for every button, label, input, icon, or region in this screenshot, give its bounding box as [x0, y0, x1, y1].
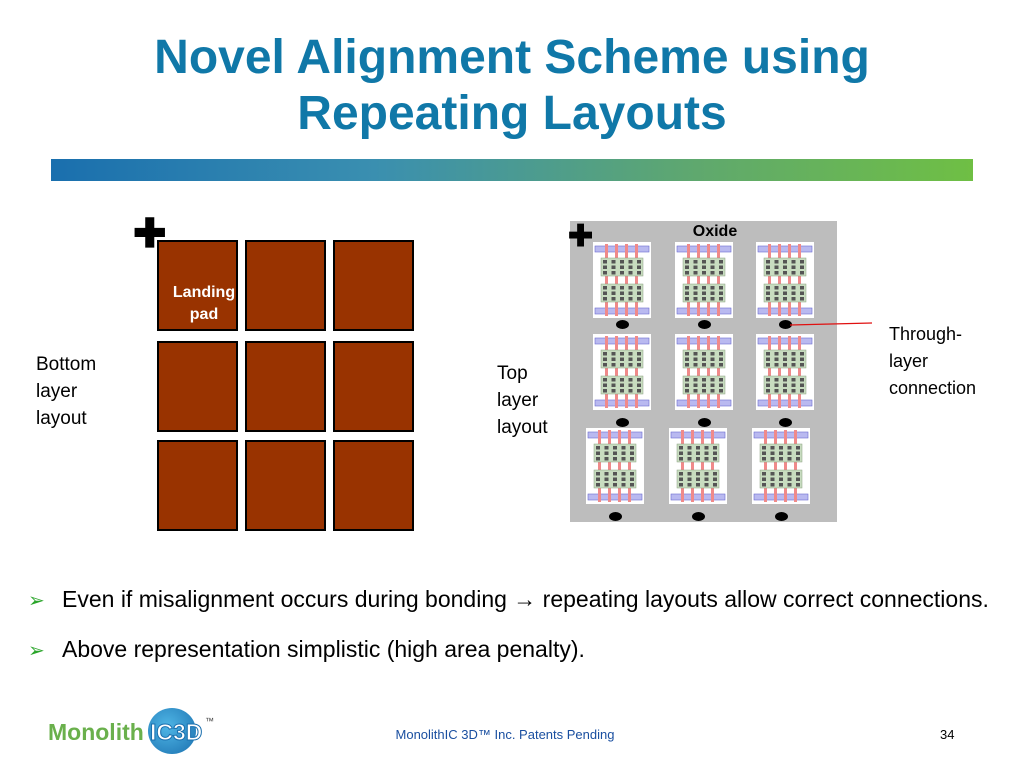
bottom-pad: [333, 240, 414, 331]
bullet-arrow-icon: ➢: [28, 640, 45, 662]
landing-pad-label: Landing pad: [160, 282, 248, 326]
bottom-layer-label-line-2: layer: [36, 381, 78, 402]
bottom-pad: [245, 341, 326, 432]
bullet-2-text: Above representation simplistic (high ar…: [62, 636, 585, 662]
bottom-layer-label: Bottom layer layout: [36, 351, 96, 432]
bullet-1-text-end: repeating layouts allow correct connecti…: [536, 586, 989, 612]
oxide-label: Oxide: [692, 223, 738, 240]
bottom-pad: [333, 341, 414, 432]
landing-pad: [157, 240, 238, 331]
through-layer-via: [775, 512, 788, 521]
bullet-arrow-icon: ➢: [28, 590, 45, 612]
title-gradient-bar: [51, 159, 973, 181]
through-layer-via: [616, 320, 629, 329]
bottom-layer-grid: [157, 240, 421, 540]
bottom-pad: [245, 240, 326, 331]
through-layer-via: [779, 418, 792, 427]
bottom-pad: [245, 440, 326, 531]
top-layer-label: Top layer layout: [497, 360, 548, 441]
top-layer-cell: [675, 334, 733, 410]
bottom-pad: [157, 440, 238, 531]
right-arrow-icon: →: [513, 586, 537, 612]
logo-text-ic3d: IC3D: [149, 719, 203, 746]
through-layer-via: [692, 512, 705, 521]
top-layer-cell: [593, 334, 651, 410]
bottom-layer-label-line-1: Bottom: [36, 354, 97, 375]
slide-title: Novel Alignment Scheme using Repeating L…: [0, 30, 1024, 142]
bullet-item-1: ➢ Even if misalignment occurs during bond…: [28, 584, 1018, 616]
bottom-pad: [333, 440, 414, 531]
bullet-1-text-start: Even if misalignment occurs during bondi…: [62, 586, 514, 612]
landing-pad-label-line-2: pad: [189, 306, 219, 323]
through-layer-via: [779, 320, 792, 329]
top-layer-cell: [756, 334, 814, 410]
footer-text: MonolithIC 3D™ Inc. Patents Pending: [395, 727, 615, 742]
connector-line: [789, 322, 873, 326]
landing-pad-label-line-1: Landing: [172, 284, 236, 301]
page-number: 34: [940, 727, 955, 742]
bottom-pad: [157, 341, 238, 432]
title-line-1: Novel Alignment Scheme using: [154, 31, 870, 84]
through-layer-via: [698, 320, 711, 329]
company-logo: Monolith IC3D ™: [48, 708, 218, 756]
through-layer-label-line-2: layer: [889, 351, 929, 371]
through-layer-via: [698, 418, 711, 427]
top-layer-cell: [669, 428, 727, 504]
through-layer-label: Through- layer connection: [889, 321, 976, 402]
title-line-2: Repeating Layouts: [297, 87, 727, 140]
top-layer-cell: [586, 428, 644, 504]
through-layer-label-line-1: Through-: [889, 324, 963, 344]
top-layer-label-line-1: Top: [497, 363, 528, 384]
top-layer-cell: [756, 242, 814, 318]
top-layer-label-line-2: layer: [497, 390, 539, 411]
bottom-layer-label-line-3: layout: [36, 408, 87, 429]
logo-globe-icon: [148, 708, 196, 754]
top-layer-cell: [752, 428, 810, 504]
through-layer-label-line-3: connection: [889, 378, 977, 398]
top-layer-label-line-3: layout: [497, 417, 548, 438]
through-layer-via: [616, 418, 629, 427]
logo-trademark: ™: [205, 716, 214, 726]
logo-text-monolith: Monolith: [48, 719, 144, 745]
alignment-cross-icon: ✚: [568, 220, 594, 253]
through-layer-via: [609, 512, 622, 521]
top-layer-cell: [675, 242, 733, 318]
top-layer-cell: [593, 242, 651, 318]
bullet-item-2: ➢ Above representation simplistic (high a…: [28, 634, 1018, 666]
